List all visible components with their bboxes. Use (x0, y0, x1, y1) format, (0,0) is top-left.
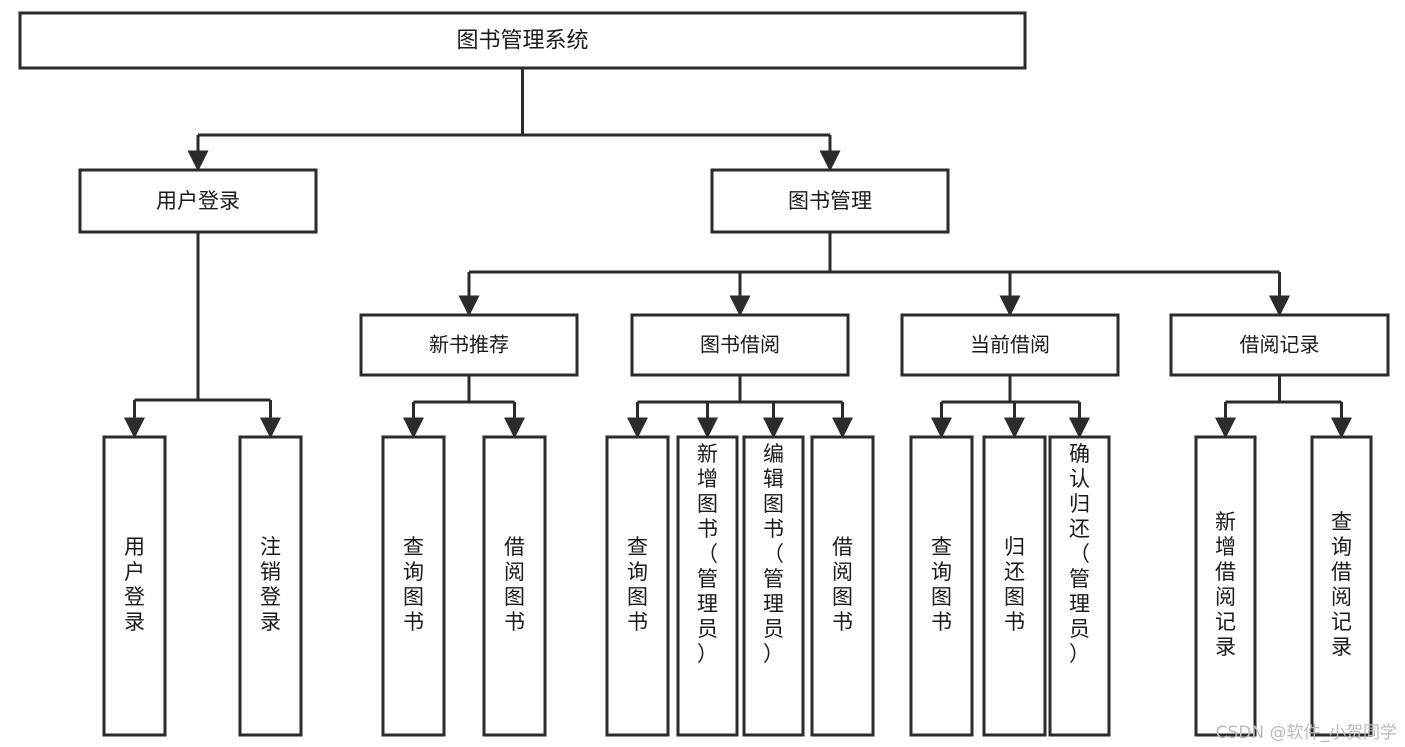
node-l2-当前借阅[interactable]: 当前借阅 (900, 313, 1120, 377)
node-l1-图书管理-label: 图书管理 (788, 189, 872, 213)
leaf-借阅图书-3[interactable]: 借阅图书 (482, 435, 547, 737)
connector-当前借阅-to-leaves (931, 375, 1090, 439)
leaf-查询图书-4-label: 查询图书 (627, 535, 648, 634)
node-l2-新书推荐[interactable]: 新书推荐 (359, 313, 579, 377)
leaf-注销登录-1-label: 注销登录 (260, 535, 281, 634)
node-l2-图书借阅-label: 图书借阅 (700, 333, 780, 357)
leaf-归还图书-9-label: 归还图书 (1004, 535, 1025, 634)
node-l1-用户登录-label: 用户登录 (156, 189, 240, 213)
leaf-编辑图书管理员-6[interactable]: 编辑图书（管理员） (742, 435, 805, 737)
leaf-查询图书-4[interactable]: 查询图书 (605, 435, 670, 737)
node-l2-当前借阅-label: 当前借阅 (970, 333, 1050, 357)
leaf-编辑图书管理员-6-label: 编辑图书（管理员） (763, 442, 784, 666)
leaf-借阅图书-3-label: 借阅图书 (504, 535, 525, 634)
node-l1-用户登录[interactable]: 用户登录 (78, 168, 318, 234)
leaf-查询图书-2[interactable]: 查询图书 (381, 435, 446, 737)
leaf-新增图书管理员-5[interactable]: 新增图书（管理员） (676, 435, 739, 737)
connector-借阅记录-to-leaves (1215, 375, 1352, 439)
leaf-新增图书管理员-5-label: 新增图书（管理员） (697, 442, 718, 666)
leaf-查询借阅记录-12[interactable]: 查询借阅记录 (1310, 435, 1373, 737)
connector-root-to-level1 (187, 68, 841, 172)
node-l2-图书借阅[interactable]: 图书借阅 (630, 313, 850, 377)
connector-新书推荐-to-leaves (403, 375, 525, 439)
leaf-新增借阅记录-11[interactable]: 新增借阅记录 (1194, 435, 1257, 737)
connectors-layer (124, 68, 1352, 439)
leaf-借阅图书-7-label: 借阅图书 (832, 535, 853, 634)
leaf-查询图书-8[interactable]: 查询图书 (909, 435, 974, 737)
leaf-用户登录-0-label: 用户登录 (124, 535, 145, 634)
watermark-text: CSDN @软件_小贺同学 (1215, 723, 1397, 743)
leaf-用户登录-0[interactable]: 用户登录 (102, 435, 167, 737)
connector-book-mgmt-to-level2 (458, 232, 1290, 317)
leaf-查询图书-2-label: 查询图书 (403, 535, 424, 634)
connector-图书借阅-to-leaves (627, 375, 853, 439)
leaf-确认归还管理员-10-label: 确认归还（管理员） (1069, 442, 1090, 666)
node-l2-借阅记录-label: 借阅记录 (1240, 333, 1320, 357)
nodes-layer: 图书管理系统用户登录图书管理新书推荐图书借阅当前借阅借阅记录用户登录注销登录查询… (18, 11, 1390, 737)
leaf-新增借阅记录-11-label: 新增借阅记录 (1215, 510, 1236, 659)
leaf-查询借阅记录-12-label: 查询借阅记录 (1331, 510, 1352, 659)
leaf-归还图书-9[interactable]: 归还图书 (982, 435, 1047, 737)
leaf-借阅图书-7[interactable]: 借阅图书 (810, 435, 875, 737)
leaf-查询图书-8-label: 查询图书 (931, 535, 952, 634)
leaf-确认归还管理员-10[interactable]: 确认归还（管理员） (1048, 435, 1111, 737)
node-root-图书管理系统[interactable]: 图书管理系统 (18, 11, 1027, 70)
node-l2-新书推荐-label: 新书推荐 (429, 333, 509, 357)
node-root-图书管理系统-label: 图书管理系统 (456, 29, 588, 54)
node-l1-图书管理[interactable]: 图书管理 (710, 168, 950, 234)
node-l2-借阅记录[interactable]: 借阅记录 (1169, 313, 1390, 377)
leaf-注销登录-1[interactable]: 注销登录 (238, 435, 303, 737)
connector-user-login-to-leaves (124, 232, 281, 439)
